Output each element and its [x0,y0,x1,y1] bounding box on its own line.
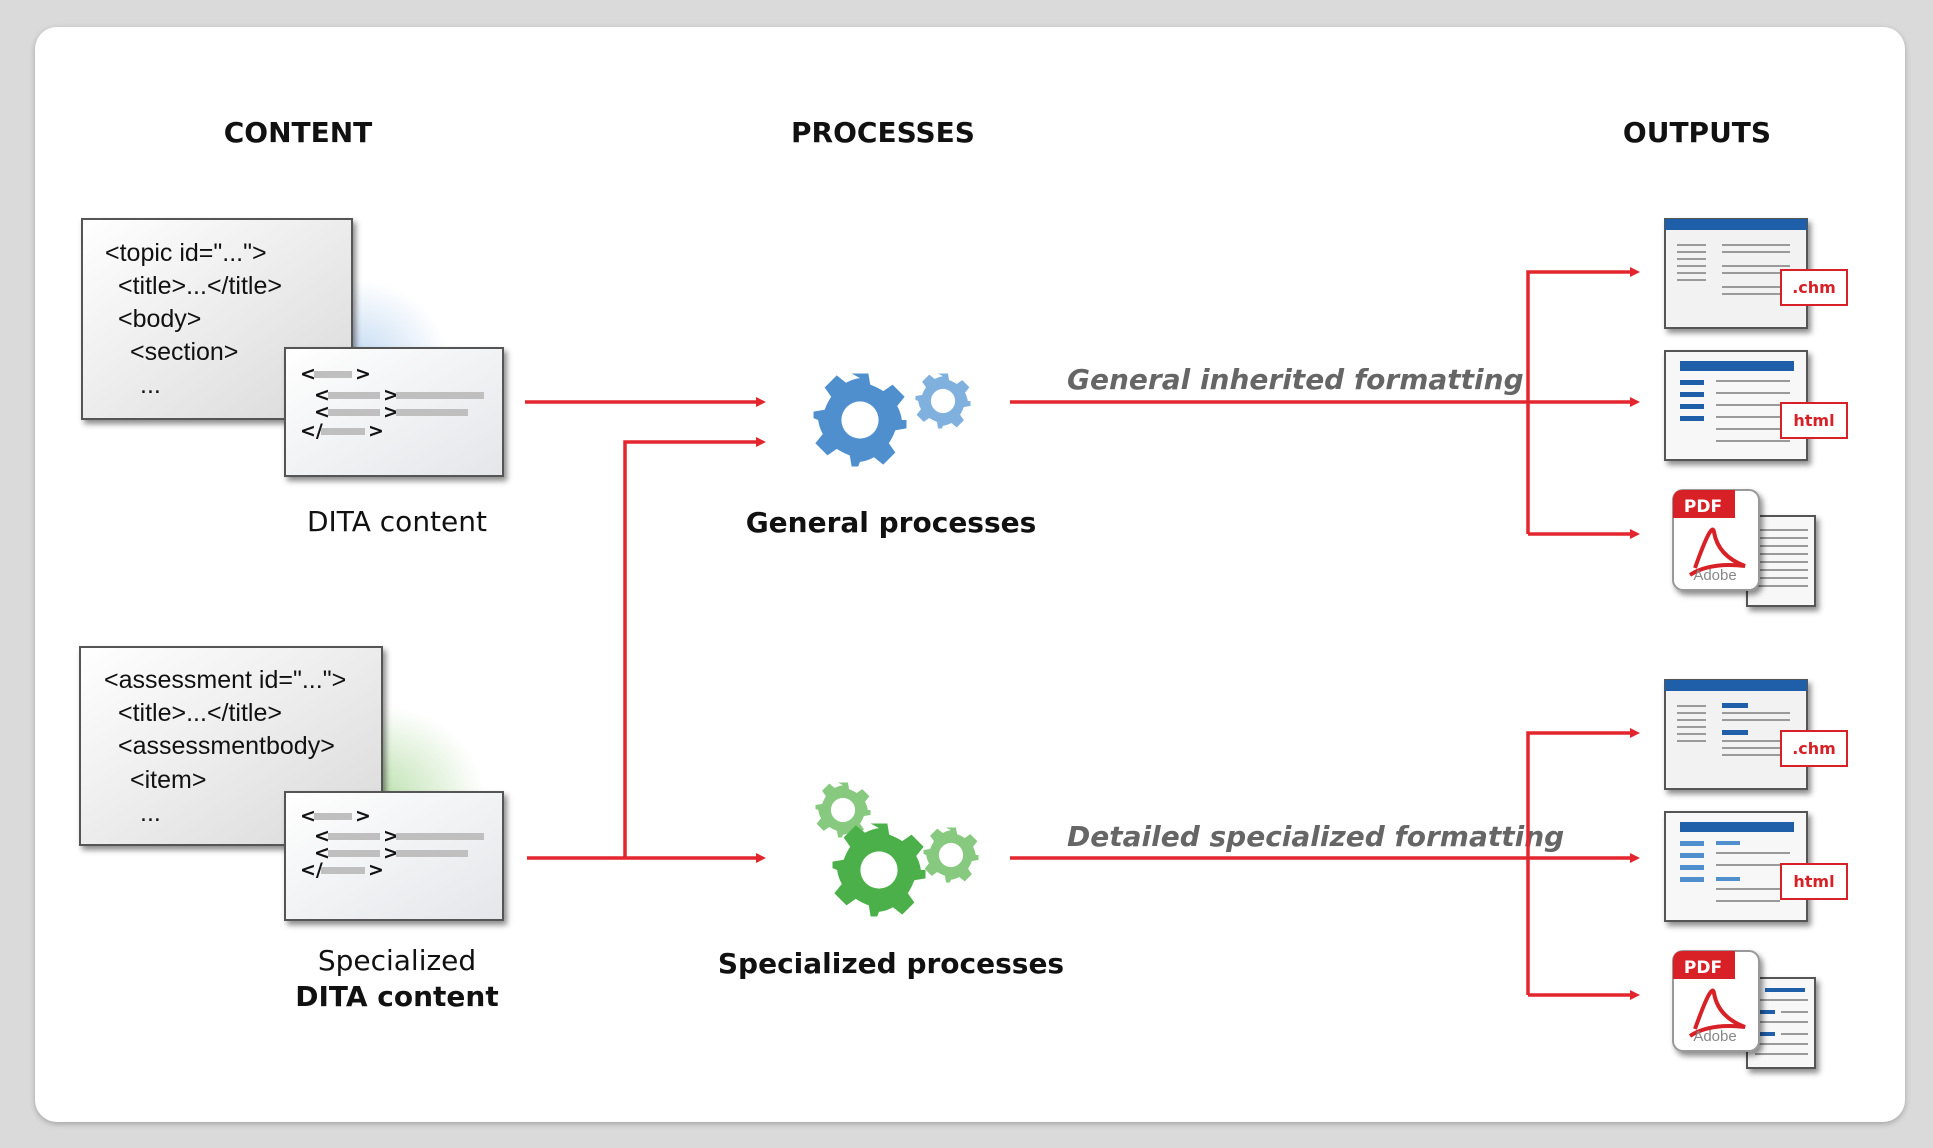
specialized-code-line-3: <assessmentbody> [118,732,335,760]
svg-text:>: > [383,842,399,864]
specialized-code-line-5: ... [140,799,161,827]
specialized-code-line-1: <assessment id="..."> [104,666,346,694]
chm-tag-specialized: .chm [1792,739,1836,758]
specialized-processes-label: Specialized processes [718,947,1064,980]
dita-code-line-5: ... [140,371,161,399]
diagram-panel [35,27,1905,1122]
adobe-label-specialized: Adobe [1693,1028,1736,1045]
pdf-output-icon-general: PDF Adobe [1672,489,1816,607]
branch-specialized [1526,728,1640,995]
dita-caption: DITA content [307,505,487,538]
svg-text:<: < [300,363,316,385]
branch-general [1526,267,1640,534]
svg-text:>: > [368,859,384,881]
general-gears-icon [813,373,971,467]
specialized-gear-small [923,827,979,883]
general-formatting-label: General inherited formatting [1067,363,1524,396]
svg-text:>: > [383,825,399,847]
dita-mini-document: < > < > < > </ > [284,347,504,477]
pdf-tag-general: PDF [1684,497,1722,517]
svg-text:</: </ [300,420,323,442]
specialized-gears-icon [815,782,979,917]
pdf-output-icon-specialized: PDF Adobe [1672,950,1816,1069]
svg-text:<: < [314,384,330,406]
dita-code-line-4: <section> [130,338,238,366]
adobe-logo-general [1688,527,1746,577]
svg-text:>: > [368,420,384,442]
process-to-output-connectors [1010,267,1640,1000]
specialized-mini-document: < > < > < > </ > [284,791,504,921]
specialized-content-group: <assessment id="..."> <title>...</title>… [79,646,504,1013]
general-gear-small [915,373,971,429]
content-to-process-connectors [525,397,766,863]
svg-text:</: </ [300,859,323,881]
adobe-logo-specialized [1688,988,1746,1038]
svg-text:>: > [355,363,371,385]
html-output-icon-specialized: html [1664,811,1848,922]
html-tag-general: html [1793,411,1834,430]
dita-code-line-1: <topic id="..."> [105,239,267,267]
specialized-caption-line-1: Specialized [318,944,476,977]
dita-content-group: <topic id="..."> <title>...</title> <bod… [81,218,504,538]
specialized-caption-line-2: DITA content [295,980,498,1013]
svg-text:>: > [383,384,399,406]
general-gear-large [813,373,907,467]
dita-code-line-2: <title>...</title> [118,272,282,300]
chm-output-icon-specialized: .chm [1664,679,1848,790]
specialized-gear-large [832,823,926,917]
svg-text:<: < [314,825,330,847]
svg-text:<: < [314,401,330,423]
svg-text:>: > [355,805,371,827]
chm-output-icon-general: .chm [1664,218,1848,329]
chm-tag-general: .chm [1792,278,1836,297]
general-processes-label: General processes [746,506,1037,539]
content-header: CONTENT [224,116,373,149]
specialized-gear-top [815,782,871,838]
svg-text:<: < [300,805,316,827]
svg-text:>: > [383,401,399,423]
adobe-label-general: Adobe [1693,567,1736,584]
pdf-tag-specialized: PDF [1684,958,1722,978]
outputs-header: OUTPUTS [1623,116,1771,149]
specialized-code-line-4: <item> [130,766,206,794]
specialized-formatting-label: Detailed specialized formatting [1067,820,1564,853]
svg-text:<: < [314,842,330,864]
html-output-icon-general: html [1664,350,1848,461]
arrow-specialized-to-general [623,437,766,858]
html-tag-specialized: html [1793,872,1834,891]
dita-code-line-3: <body> [118,305,201,333]
specialized-code-line-2: <title>...</title> [118,699,282,727]
processes-header: PROCESSES [791,116,975,149]
